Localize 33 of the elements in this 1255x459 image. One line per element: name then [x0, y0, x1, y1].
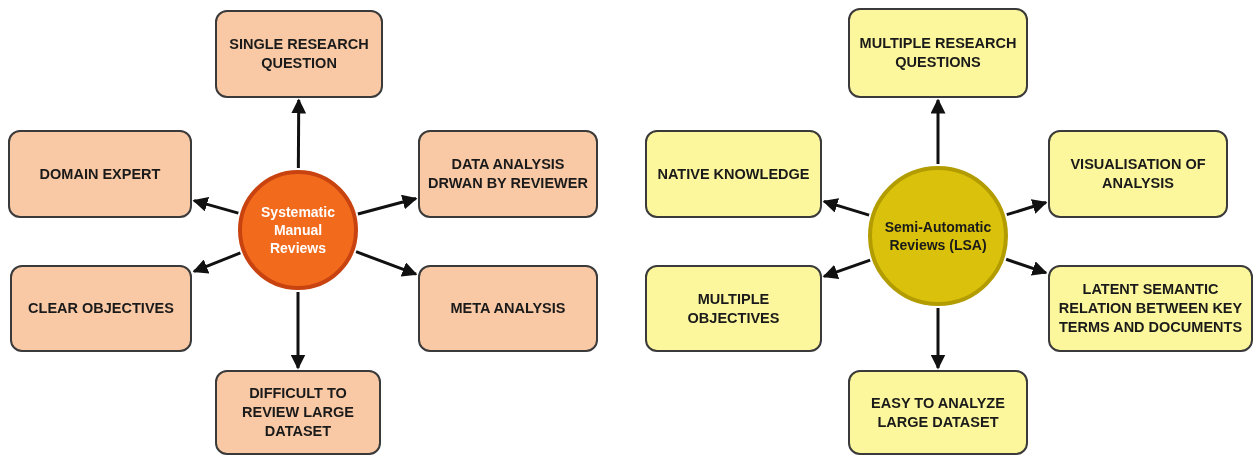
topic-label: SINGLE RESEARCH QUESTION [228, 35, 370, 73]
topic-box [418, 265, 598, 352]
arrow [930, 98, 946, 164]
hub-label: Systematic Manual Reviews [260, 203, 336, 257]
topic-box [1048, 265, 1253, 352]
topic-box [1048, 130, 1228, 218]
topic-box [418, 130, 598, 218]
topic-label: CLEAR OBJECTIVES [28, 299, 174, 318]
topic-label: DATA ANALYSIS DRWAN BY REVIEWER [428, 155, 588, 193]
arrow [930, 308, 946, 370]
topic-box [10, 265, 192, 352]
arrow [291, 98, 307, 168]
arrow [192, 197, 239, 215]
topic-label: DIFFICULT TO REVIEW LARGE DATASET [241, 384, 355, 441]
topic-label: EASY TO ANALYZE LARGE DATASET [870, 393, 1006, 432]
topic-box [645, 265, 822, 352]
topic-label: MULTIPLE RESEARCH QUESTIONS [858, 34, 1018, 72]
arrow [290, 292, 306, 370]
topic-label: MULTIPLE OBJECTIVES [686, 289, 781, 328]
topic-box [215, 10, 383, 98]
topic-label: DOMAIN EXPERT [39, 164, 161, 184]
arrow [822, 198, 870, 217]
hub-label: Semi-Automatic Reviews (LSA) [883, 218, 993, 254]
topic-box [848, 8, 1028, 98]
topic-box [848, 370, 1028, 455]
topic-label: NATIVE KNOWLEDGE [657, 164, 810, 184]
topic-box [8, 130, 192, 218]
topic-label: LATENT SEMANTIC RELATION BETWEEN KEY TERMS AND DOCUMENTS [1058, 280, 1243, 337]
topic-box [645, 130, 822, 218]
topic-label: META ANALYSIS [450, 299, 566, 318]
topic-box [215, 370, 381, 455]
arrow [357, 194, 418, 216]
topic-label: VISUALISATION OF ANALYSIS [1069, 155, 1207, 193]
